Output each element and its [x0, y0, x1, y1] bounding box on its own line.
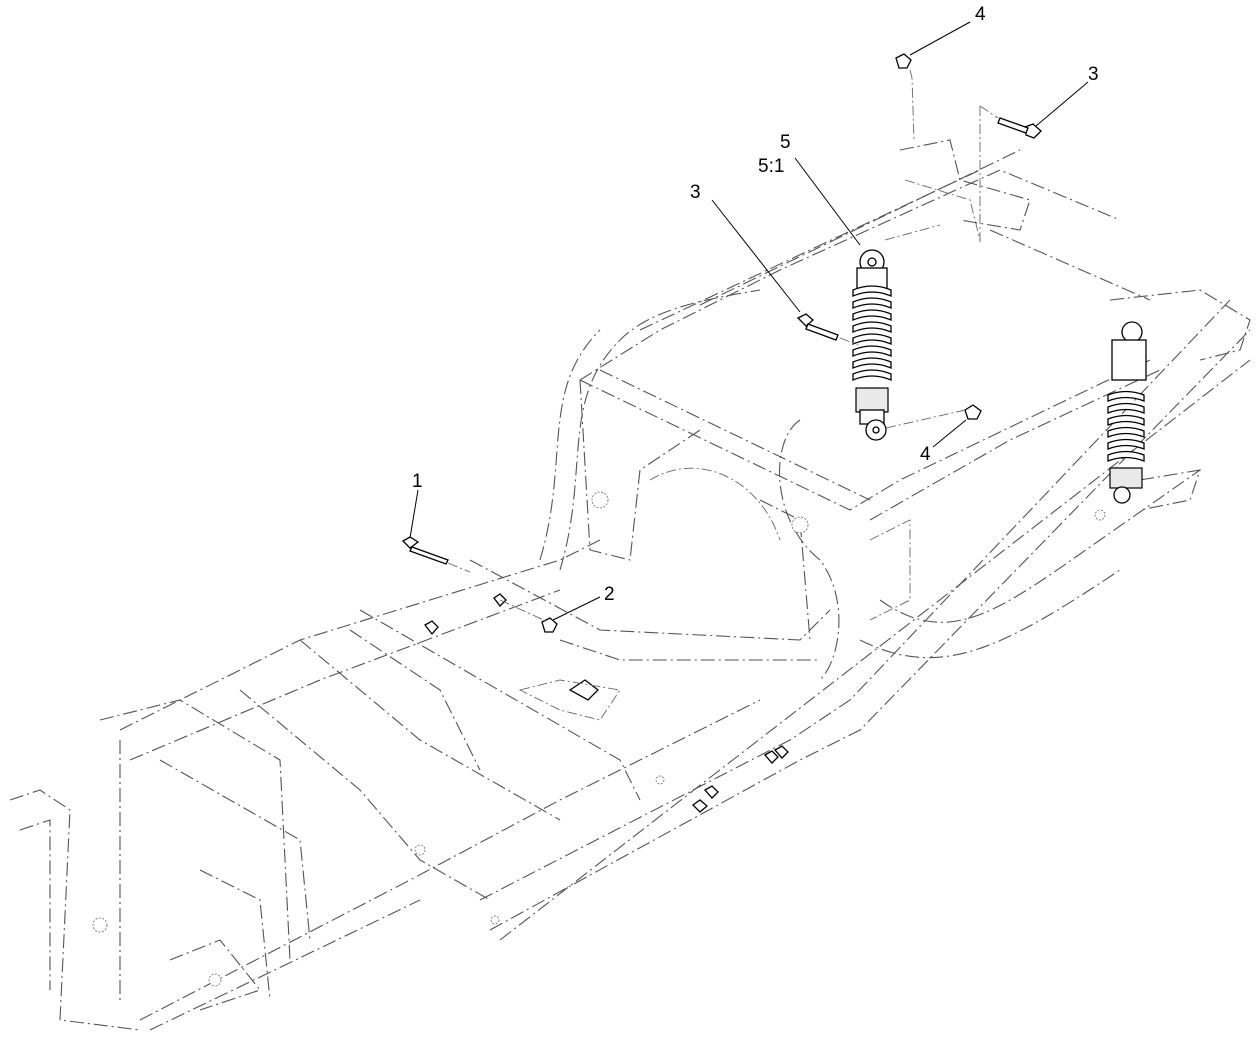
bolt-3-middle	[796, 313, 839, 341]
callout-1: 1	[409, 471, 423, 539]
alignment-lines	[447, 69, 999, 623]
ball-joint	[518, 679, 621, 721]
callout-4-lower: 4	[920, 419, 967, 465]
svg-text:1: 1	[412, 471, 423, 492]
callout-3-upper: 3	[1035, 64, 1099, 127]
callout-5: 5 5:1	[758, 132, 861, 246]
callout-3-middle: 3	[690, 182, 801, 313]
nut-4-lower	[964, 404, 982, 420]
bolt-1	[401, 536, 449, 565]
callout-4-upper: 4	[909, 4, 986, 56]
svg-text:5:1: 5:1	[758, 156, 784, 177]
svg-text:3: 3	[690, 182, 701, 203]
nut-4-upper	[895, 53, 912, 69]
svg-text:4: 4	[920, 444, 931, 465]
shock-absorber-rear	[1107, 321, 1147, 504]
frame-bolts	[424, 593, 789, 813]
nut-2	[541, 617, 558, 633]
bolt-3-upper	[997, 117, 1042, 139]
shock-absorber-5	[852, 249, 892, 441]
frame-outline	[9, 139, 1251, 1031]
svg-text:5: 5	[780, 132, 791, 153]
svg-text:4: 4	[975, 4, 986, 25]
callout-2: 2	[552, 584, 615, 621]
svg-text:3: 3	[1088, 64, 1099, 85]
svg-text:2: 2	[604, 584, 615, 605]
